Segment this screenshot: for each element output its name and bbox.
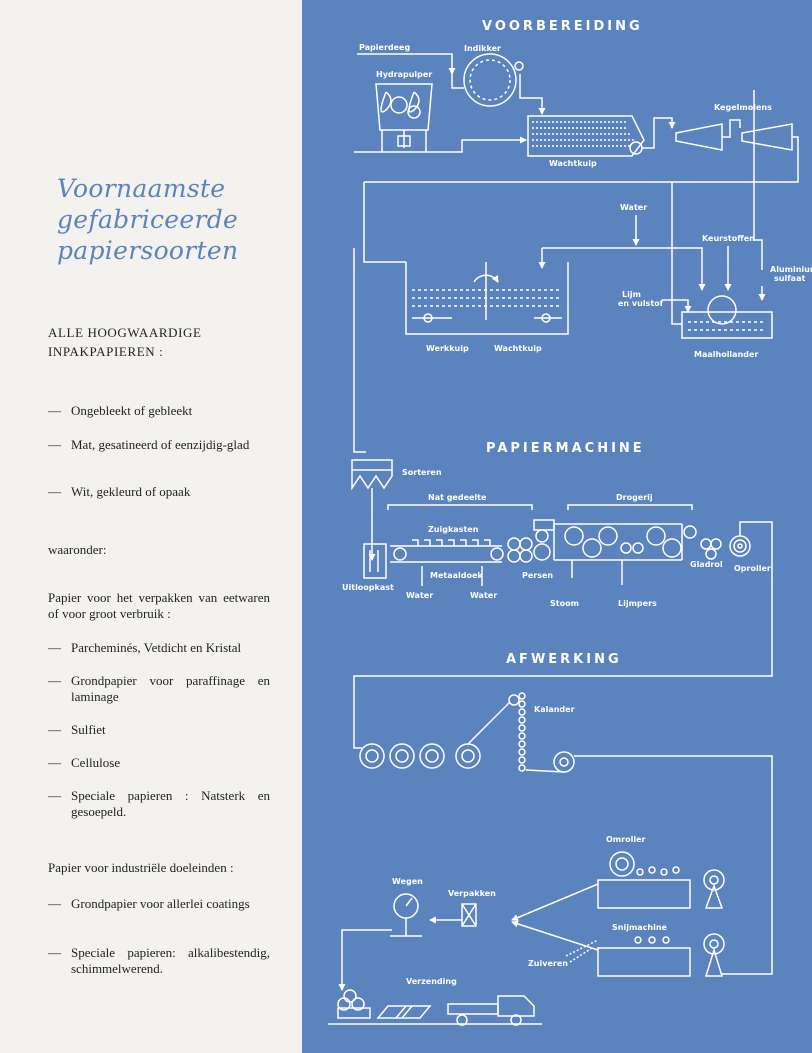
maalhollander-tank <box>681 295 773 339</box>
label-sulfaat: sulfaat <box>774 274 805 283</box>
sorteren-units <box>351 459 393 491</box>
label-sorteren: Sorteren <box>402 468 442 477</box>
metaaldoek-zuigkasten <box>390 539 504 563</box>
main-heading: ALLE HOOGWAARDIGE INPAKPAPIEREN : <box>48 325 270 360</box>
label-werkkuip: Werkkuip <box>426 344 469 353</box>
kalander-roll <box>525 751 575 773</box>
label-kegelmolens: Kegelmolens <box>714 103 772 112</box>
label-kalander: Kalander <box>534 705 575 714</box>
flow-to-sorteren <box>353 248 366 453</box>
wachtkuip-1-tank <box>527 115 645 157</box>
label-vulstof: en vulstof <box>618 299 664 308</box>
hydrapulper-tank <box>375 83 433 152</box>
section-afwerking: AFWERKING <box>506 652 622 667</box>
label-keurstoffen: Keurstoffen <box>702 234 755 243</box>
verpakken-box <box>461 903 477 927</box>
label-maalhollander: Maalhollander <box>694 350 758 359</box>
label-water-2: Water <box>406 591 433 600</box>
rolls-row <box>359 701 511 769</box>
verzending-items <box>337 989 432 1019</box>
product-list-panel: Voornaamste gefabriceerde papiersoorten … <box>0 0 302 1053</box>
list-item: —Grondpapier voor paraffinage en laminag… <box>48 673 270 704</box>
label-zuigkasten: Zuigkasten <box>428 525 479 534</box>
label-persen: Persen <box>522 571 553 580</box>
flow-oproller-afwerking <box>353 521 773 749</box>
label-papierdeeg: Papierdeeg <box>359 43 410 52</box>
label-verpakken: Verpakken <box>448 889 496 898</box>
flow-wachtkuip-kegelmolens <box>642 117 676 149</box>
label-wachtkuip-2: Wachtkuip <box>494 344 542 353</box>
paper-process-diagram: VOORBEREIDING PAPIERMACHINE AFWERKING Pa… <box>328 19 812 1026</box>
flow-hydrapulper-wachtkuip <box>354 136 527 153</box>
label-oproller: Oproller <box>734 564 771 573</box>
flow-aluminium <box>753 90 763 270</box>
label-gladrol: Gladrol <box>690 560 723 569</box>
flow-indikker-wachtkuip <box>519 74 546 115</box>
flow-papierdeeg <box>357 53 456 75</box>
flow-water-hollander <box>542 247 706 291</box>
list-item: —Speciale papieren : Natsterk en gesoepe… <box>48 788 270 819</box>
title-line-2: gefabriceerde <box>57 205 239 234</box>
list-item: —Parcheminés, Vetdicht en Kristal <box>48 640 242 655</box>
flow-hollander-up <box>671 182 682 325</box>
label-uitloopkast: Uitloopkast <box>342 583 394 592</box>
list-item: —Grondpapier voor allerlei coatings <box>48 896 250 911</box>
section-papiermachine: PAPIERMACHINE <box>486 441 645 456</box>
oproller-roll <box>729 535 751 557</box>
label-stoom: Stoom <box>550 599 579 608</box>
subheading-eetwaren: Papier voor het verpakken van eetwaren o… <box>48 590 270 621</box>
waaronder-text: waaronder: <box>48 542 107 557</box>
list-item: —Mat, gesatineerd of eenzijdig-glad <box>48 437 250 452</box>
truck <box>447 995 535 1026</box>
label-lijmpers: Lijmpers <box>618 599 657 608</box>
main-heading-line-2: INPAKPAPIEREN : <box>48 344 164 359</box>
label-indikker: Indikker <box>464 44 501 53</box>
list-item: —Speciale papieren: alkalibestendig, sch… <box>48 945 270 976</box>
label-wachtkuip-1: Wachtkuip <box>549 159 597 168</box>
label-omroller: Omroller <box>606 835 645 844</box>
label-drogerij: Drogerij <box>616 493 653 502</box>
process-diagram-panel: VOORBEREIDING PAPIERMACHINE AFWERKING Pa… <box>302 0 812 1053</box>
bracket-nat <box>387 504 533 510</box>
label-wegen: Wegen <box>392 877 423 886</box>
werkkuip-wachtkuip-tanks <box>405 262 569 335</box>
title-line-1: Voornaamste <box>57 174 226 203</box>
label-water-1: Water <box>620 203 647 212</box>
title-line-3: papiersoorten <box>57 236 239 265</box>
list-item: —Wit, gekleurd of opaak <box>48 484 191 499</box>
section-voorbereiding: VOORBEREIDING <box>482 19 643 34</box>
label-lijm: Lijm <box>622 290 641 299</box>
weegschaal <box>390 893 422 937</box>
drogerij-cylinders <box>553 523 697 561</box>
label-snijmachine: Snijmachine <box>612 923 668 932</box>
page-title: Voornaamste gefabriceerde papiersoorten <box>57 173 238 266</box>
uitloopkast <box>363 543 387 579</box>
kegelmolen-1 <box>675 123 723 151</box>
persen-rolls <box>507 519 555 563</box>
flow-lijm <box>662 299 692 313</box>
label-verzending: Verzending <box>406 977 457 986</box>
label-nat-gedeelte: Nat gedeelte <box>428 493 487 502</box>
bracket-drogerij <box>567 504 693 510</box>
list-item: —Cellulose <box>48 755 121 770</box>
kalander-stack <box>508 692 526 772</box>
label-water-3: Water <box>470 591 497 600</box>
label-zuiveren: Zuiveren <box>528 959 568 968</box>
flow-to-verzending <box>338 929 392 991</box>
main-heading-line-1: ALLE HOOGWAARDIGE <box>48 325 202 340</box>
label-hydrapulper: Hydrapulper <box>376 70 432 79</box>
omroller-machine <box>597 851 725 909</box>
flow-to-omroller <box>574 755 773 975</box>
snijmachine-machine <box>597 933 725 977</box>
list-item: —Sulfiet <box>48 722 106 737</box>
kegelmolen-2 <box>741 123 793 151</box>
list-item: —Ongebleekt of gebleekt <box>48 403 193 418</box>
flow-to-werkkuip <box>363 182 406 263</box>
gladrol <box>700 538 722 560</box>
subheading-industrie: Papier voor industriële doeleinden : <box>48 860 234 875</box>
indikker-drum <box>451 53 524 107</box>
label-metaaldoek: Metaaldoek <box>430 571 483 580</box>
flow-kegelmolens-bottom <box>364 136 799 183</box>
label-aluminium: Aluminium <box>770 265 812 274</box>
